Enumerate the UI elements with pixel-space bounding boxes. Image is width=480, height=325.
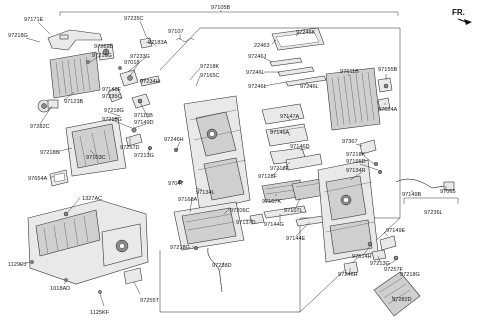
label-97218K-a: 97218K bbox=[200, 64, 220, 70]
label-97183A: 97183A bbox=[148, 40, 168, 46]
label-97246J: 97246J bbox=[248, 54, 267, 60]
label-22463: 22463 bbox=[254, 43, 270, 49]
label-97147A: 97147A bbox=[280, 114, 300, 120]
label-97218G-a: 97218G bbox=[8, 33, 28, 39]
assembly-bracket: 97105B bbox=[59, 5, 399, 16]
label-97144E: 97144E bbox=[286, 236, 306, 242]
center-housing bbox=[173, 95, 251, 213]
label-97235C-b: 97235C bbox=[102, 94, 122, 100]
label-97213G-a: 97213G bbox=[134, 153, 154, 159]
right-housing bbox=[317, 139, 399, 275]
label-97367: 97367 bbox=[342, 139, 358, 145]
label-97236L: 97236L bbox=[424, 210, 443, 216]
actuator-97282C bbox=[37, 99, 59, 113]
label-97218K-b: 97218K bbox=[346, 152, 366, 158]
label-97165D: 97165D bbox=[346, 159, 366, 165]
label-97115B: 97115B bbox=[134, 113, 153, 119]
label-97255T: 97255T bbox=[140, 298, 160, 304]
label-97105B: 97105B bbox=[211, 5, 231, 11]
label-97137D: 97137D bbox=[236, 220, 256, 226]
label-1327AC: 1327AC bbox=[82, 196, 102, 202]
label-97144G: 97144G bbox=[264, 222, 284, 228]
label-97155B: 97155B bbox=[378, 67, 398, 73]
label-97218G-f: 97218G bbox=[400, 272, 420, 278]
label-97149D: 97149D bbox=[134, 120, 154, 126]
label-1129EJ: 1129EJ bbox=[8, 262, 27, 268]
label-97149E: 97149E bbox=[386, 228, 406, 234]
label-97234H: 97234H bbox=[140, 79, 160, 85]
label-97206C: 97206C bbox=[230, 208, 250, 214]
drain-hose bbox=[395, 178, 459, 204]
label-1125KF: 1125KF bbox=[90, 310, 110, 316]
label-97257D: 97257D bbox=[120, 145, 140, 151]
label-97246L-b: 97246L bbox=[248, 84, 267, 90]
housing-left-97103C bbox=[65, 117, 127, 177]
label-97611B: 97611B bbox=[340, 69, 359, 75]
label-97282C: 97282C bbox=[30, 124, 50, 130]
door-flaps bbox=[261, 103, 339, 227]
leader-lines bbox=[21, 20, 447, 307]
lower-center-parts bbox=[173, 201, 265, 293]
label-97146A: 97146A bbox=[270, 130, 290, 136]
label-97146D: 97146D bbox=[290, 144, 310, 150]
label-97171E: 97171E bbox=[24, 17, 44, 23]
cabin-filter-97611B bbox=[325, 67, 381, 131]
label-97218G-e: 97218G bbox=[170, 245, 190, 251]
label-97233G: 97233G bbox=[130, 54, 150, 60]
cover-97282D bbox=[373, 271, 421, 317]
label-97282D: 97282D bbox=[392, 297, 412, 303]
part-labels: 97171E 97218G 97235C 97107 97269B 97218G… bbox=[8, 16, 456, 316]
label-97269B: 97269B bbox=[94, 44, 114, 50]
label-97134L: 97134L bbox=[196, 190, 215, 196]
label-97149B: 97149B bbox=[402, 192, 422, 198]
label-97614H: 97614H bbox=[352, 254, 372, 260]
label-97148F: 97148F bbox=[102, 87, 122, 93]
label-97128F: 97128F bbox=[258, 174, 278, 180]
label-97235C: 97235C bbox=[124, 16, 144, 22]
label-97246L-a: 97246L bbox=[246, 70, 265, 76]
label-97246H: 97246H bbox=[164, 137, 184, 143]
label-97107: 97107 bbox=[168, 29, 184, 35]
label-97654A: 97654A bbox=[28, 176, 48, 182]
label-97624A: 97624A bbox=[378, 107, 398, 113]
label-97218G-e-left: 97218G bbox=[40, 150, 60, 156]
label-97257F: 97257F bbox=[384, 267, 404, 273]
assembled-hvac-unit bbox=[27, 199, 149, 294]
label-97246H-b: 97246H bbox=[338, 272, 358, 278]
label-97107L: 97107L bbox=[284, 208, 303, 214]
label-97103C: 97103C bbox=[86, 155, 106, 161]
label-97018: 97018 bbox=[124, 60, 140, 66]
front-arrow-icon bbox=[464, 19, 472, 25]
label-97246K: 97246K bbox=[296, 30, 316, 36]
label-97238D: 97238D bbox=[212, 263, 232, 269]
label-97107K: 97107K bbox=[262, 199, 282, 205]
label-1018AD: 1018AD bbox=[50, 286, 70, 292]
label-97218F: 97218F bbox=[270, 166, 290, 172]
left-parts bbox=[37, 29, 195, 187]
label-97047: 97047 bbox=[168, 181, 184, 187]
label-97168A: 97168A bbox=[178, 197, 198, 203]
front-label: FR. bbox=[452, 8, 465, 17]
filter-panels bbox=[269, 27, 393, 131]
label-97065: 97065 bbox=[440, 189, 456, 195]
label-97246L-c: 97246L bbox=[300, 84, 319, 90]
label-97134R: 97134R bbox=[346, 168, 366, 174]
label-97213G-b: 97213G bbox=[370, 261, 390, 267]
label-97218G-d: 97218G bbox=[102, 117, 122, 123]
label-97218G-c: 97218G bbox=[104, 108, 124, 114]
label-97165C: 97165C bbox=[200, 73, 220, 79]
front-direction-indicator: FR. bbox=[452, 8, 472, 25]
label-97123B: 97123B bbox=[64, 99, 84, 105]
label-97218G-b: 97218G bbox=[92, 53, 112, 59]
